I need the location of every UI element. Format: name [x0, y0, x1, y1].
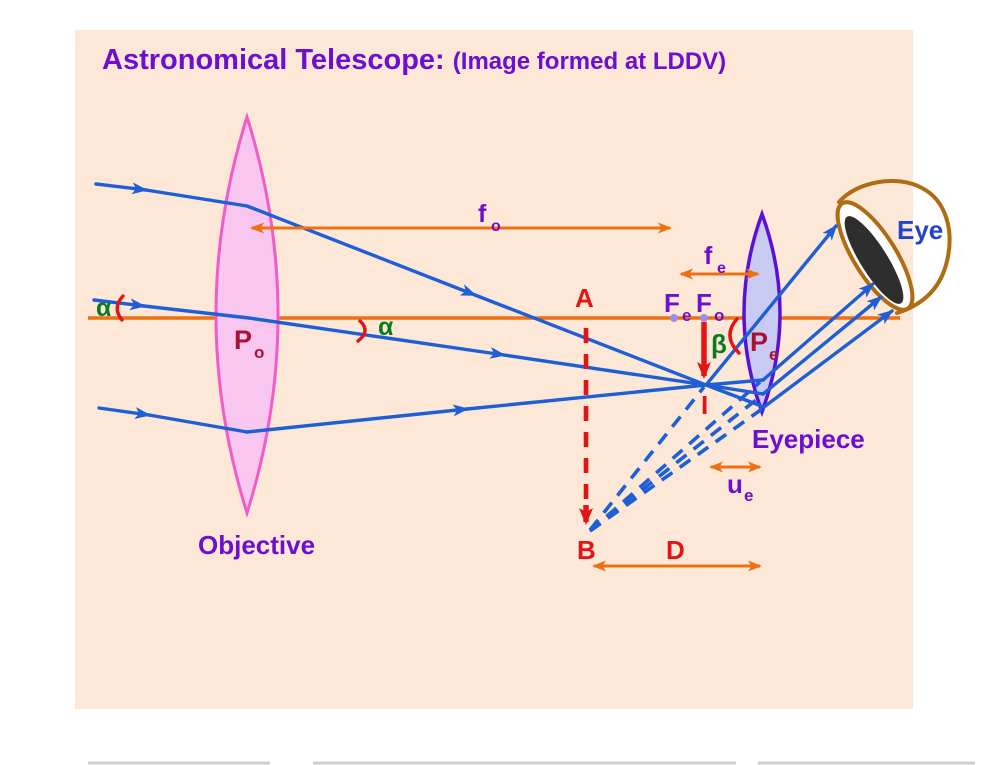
ray-center-refracted [502, 353, 708, 387]
diagram-background-panel [75, 30, 913, 709]
ray-bottom-refracted-arrow [245, 404, 469, 434]
beta-label: β [711, 329, 727, 359]
ray-bottom-arrow [97, 406, 151, 420]
Fe-label-sub: e [682, 306, 691, 325]
fe-label: f [704, 242, 713, 270]
alpha-left-arc [115, 294, 125, 322]
ray-center-refracted-arrow [247, 316, 506, 359]
ray-to-eye-3 [762, 309, 894, 409]
virtual-ray-to-I [588, 385, 706, 532]
Fo-label: F [696, 288, 712, 318]
point-A-label: A [575, 283, 594, 313]
eye-illustration [835, 179, 952, 315]
fo-label-sub: o [491, 218, 501, 235]
incident-rays [92, 182, 708, 434]
Fo-label-sub: o [714, 306, 724, 325]
objective-label: Objective [198, 530, 315, 560]
fo-label: f [478, 200, 487, 228]
alpha-right-arc [356, 319, 367, 343]
ray-bottom-refracted [465, 383, 708, 411]
eye-pupil [844, 216, 904, 304]
ray-center [142, 304, 251, 320]
eye-label: Eye [897, 215, 943, 245]
distance-D-label: D [666, 535, 685, 565]
Pe-label: P [750, 327, 768, 357]
fe-label-sub: e [717, 260, 726, 277]
page-title: Astronomical Telescope: (Image formed at… [102, 44, 726, 77]
alpha-right-label: α [378, 313, 394, 341]
ray-to-eye-2 [761, 295, 883, 396]
beta-arc [728, 317, 741, 355]
Po-label-sub: o [254, 343, 264, 362]
eyepiece-label: Eyepiece [752, 424, 865, 454]
ue-label: u [727, 469, 743, 499]
virtual-ray-2 [588, 394, 763, 533]
virtual-ray-extensions [588, 380, 764, 533]
focal-point-Fo-dot [700, 314, 708, 322]
page-title-paren: (Image formed at LDDV) [452, 48, 727, 75]
ray-through-eyepiece-center [704, 224, 838, 387]
ray-to-eye-1 [761, 282, 875, 382]
point-B-label: B [577, 535, 596, 565]
objective-lens [214, 111, 280, 519]
eyeball-outline [837, 179, 952, 315]
ray-bottom [147, 413, 249, 434]
alpha-left-label: α [96, 294, 112, 322]
ue-label-sub: e [744, 486, 753, 505]
ray-to-eyepiece-2 [704, 383, 765, 396]
Fe-label: F [664, 288, 680, 318]
virtual-ray-1 [588, 380, 762, 533]
Po-label: P [234, 325, 252, 355]
page-title-main: Astronomical Telescope: [102, 44, 453, 76]
ray-top-refracted-arrow [245, 204, 477, 297]
focal-point-Fe-dot [670, 314, 678, 322]
Pe-label-sub: e [769, 345, 778, 364]
ray-top-refracted [473, 293, 708, 387]
ray-top-arrow [94, 182, 148, 195]
image-I-label: I [701, 390, 708, 420]
ray-top [144, 188, 249, 208]
ray-to-eyepiece-1 [704, 378, 765, 387]
